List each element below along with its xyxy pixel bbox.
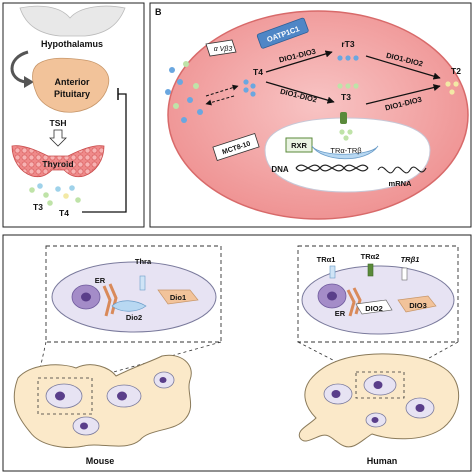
tr-label: TRα-TRβ — [330, 146, 362, 155]
human-caption: Human — [367, 456, 398, 466]
mouse-tissue-dashed-box — [37, 377, 93, 415]
t3-dots-nucleus — [339, 129, 353, 141]
t3-label-cell: T3 — [341, 92, 351, 102]
mouse-dio2-label: Dio2 — [126, 313, 142, 322]
human-dio2-shape — [355, 299, 393, 315]
hypothalamus-shape — [19, 5, 126, 37]
t4-label-cell: T4 — [253, 67, 263, 77]
panel-c: ER Dio2 Thra Dio1 — [2, 234, 472, 472]
rt3-to-t2-arrow — [365, 55, 441, 80]
human-tissue-cells — [323, 374, 435, 428]
mrna-label: mRNA — [389, 179, 413, 188]
human-er-label: ER — [335, 309, 346, 318]
human-tra2-receptor — [367, 263, 374, 277]
human-dio2-label: DIO2 — [365, 304, 383, 313]
tr-receptor — [311, 145, 379, 160]
t4-to-t3-arrow — [265, 81, 335, 104]
transport-dashed-arrow — [205, 84, 239, 97]
anterior-label: Anterior — [54, 77, 90, 87]
human-section: TRα1 TRα2 TRβ1 ER DIO2 DIO3 — [297, 245, 459, 466]
tsh-arrow — [49, 129, 67, 147]
mrna-strand — [377, 166, 427, 174]
mouse-er-label: ER — [95, 276, 106, 285]
t4-dot — [69, 185, 75, 191]
dna-label: DNA — [271, 165, 289, 174]
t3-to-t2-arrow — [365, 84, 441, 105]
integrin-receptor: α Vβ3 — [205, 39, 237, 57]
mouse-section: ER Dio2 Thra Dio1 — [13, 245, 222, 466]
mouse-thra-label: Thra — [135, 257, 152, 266]
hypo-to-pituitary-arrowhead — [24, 76, 34, 88]
t3-dot — [37, 183, 43, 189]
human-tra1-receptor — [329, 265, 336, 279]
t4-dot — [75, 197, 81, 203]
mouse-zoom-cell — [51, 261, 217, 333]
human-zoom-line — [403, 341, 459, 373]
human-dio3-shape — [397, 295, 437, 313]
mouse-dio1-label: Dio1 — [170, 293, 186, 302]
human-tissue — [298, 353, 459, 448]
human-trb1-label: TRβ1 — [401, 255, 420, 264]
human-zoom-box — [297, 245, 459, 343]
integrin-label: α Vβ3 — [214, 46, 233, 53]
mouse-tissue-cells — [45, 371, 175, 436]
rt3-dots — [337, 55, 359, 61]
pituitary-shape — [32, 57, 110, 113]
panel-b-letter: B — [155, 7, 162, 17]
mouse-dio1-shape — [157, 289, 199, 305]
nuclear-transporter — [340, 112, 347, 124]
t3-dot — [43, 192, 49, 198]
t3-label: T3 — [33, 202, 43, 212]
human-tra1-label: TRα1 — [317, 255, 336, 264]
rxr-label: RXR — [291, 141, 307, 150]
human-tissue-dashed-box — [355, 371, 405, 399]
t3-dot — [29, 187, 35, 193]
human-zoom-nucleolus — [327, 291, 337, 301]
t4-to-rt3-arrow — [265, 50, 333, 73]
human-zoom-cell — [301, 265, 455, 335]
thyroid-shape — [11, 145, 105, 178]
human-dio3-label: DIO3 — [409, 301, 427, 310]
rxr-box — [285, 137, 313, 153]
t4-label: T4 — [59, 208, 69, 218]
feedback-bracket — [82, 93, 127, 213]
panel-a-frame — [2, 2, 145, 228]
pituitary-label: Pituitary — [54, 89, 90, 99]
human-trb1-receptor — [401, 267, 408, 281]
t2-dots — [445, 81, 459, 95]
hypothalamus-label: Hypothalamus — [41, 39, 103, 49]
panel-b: B OATP1C1 α Vβ3 — [149, 2, 472, 228]
t4-dot — [55, 186, 61, 192]
t3-dots — [337, 83, 359, 89]
human-er — [346, 287, 362, 317]
rt3-label: rT3 — [341, 39, 355, 49]
dna-helix — [295, 164, 369, 172]
t4-dot — [47, 200, 53, 206]
t4-dots — [243, 79, 256, 97]
tsh-label: TSH — [50, 118, 67, 128]
mouse-er — [102, 283, 118, 317]
mouse-zoom-box — [45, 245, 222, 343]
t4-dot — [63, 193, 69, 199]
mouse-caption: Mouse — [86, 456, 115, 466]
extracellular-hormone-dots — [165, 61, 203, 123]
panel-a-hormone-dots — [29, 183, 81, 206]
panel-a: Hypothalamus Anterior Pituitary TSH Thyr… — [2, 2, 145, 228]
mouse-zoom-nucleolus — [81, 292, 91, 302]
mouse-dio2-shape — [111, 300, 147, 312]
mouse-thra-receptor — [139, 275, 146, 291]
hypo-to-pituitary-arrow — [10, 50, 29, 84]
thyroid-label: Thyroid — [42, 159, 73, 169]
human-tra2-label: TRα2 — [361, 252, 380, 261]
t2-label: T2 — [451, 66, 461, 76]
